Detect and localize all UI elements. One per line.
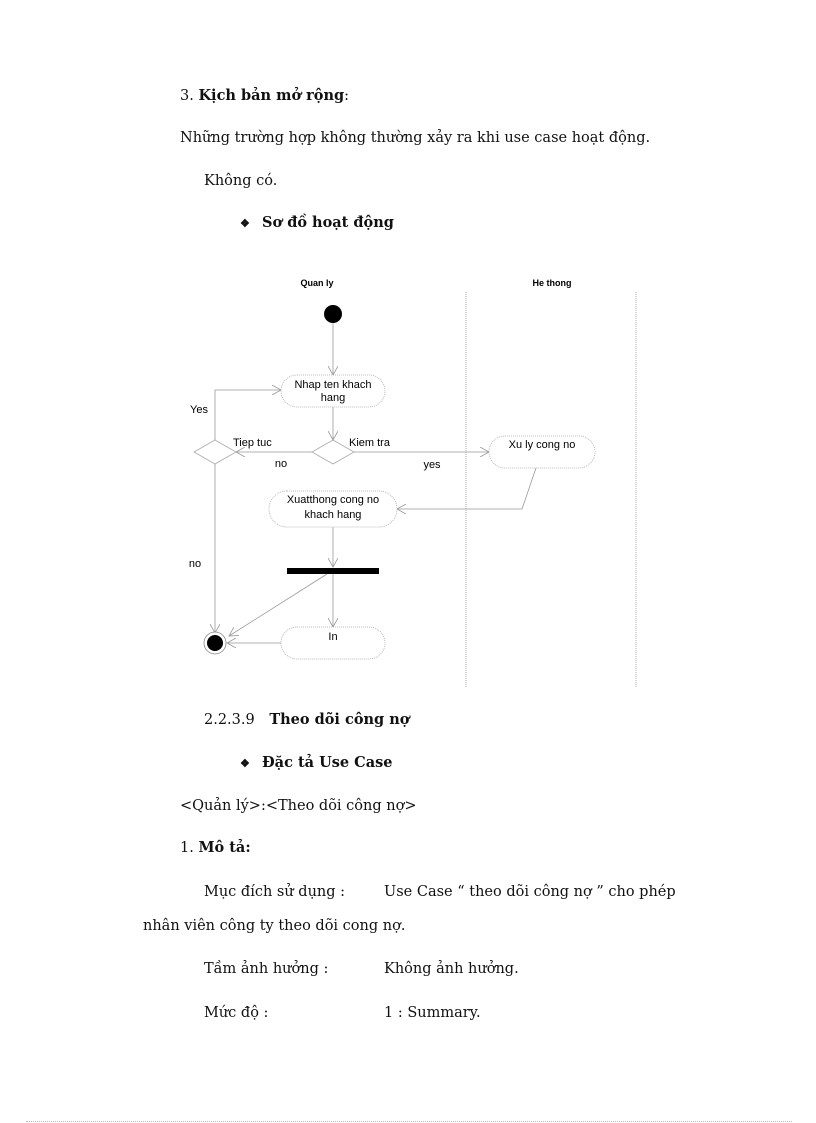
usecase-spec-heading: ❖Đặc tả Use Case: [240, 754, 393, 771]
diamond-bullet-icon: ❖: [240, 757, 250, 770]
usecase-reference: <Quản lý>:<Theo dõi công nợ>: [180, 798, 417, 814]
svg-text:hang: hang: [321, 392, 345, 404]
section-3-title: Kịch bản mở rộng: [198, 87, 345, 104]
svg-text:no: no: [189, 558, 201, 570]
section-3-heading: 3. Kịch bản mở rộng:: [180, 87, 350, 104]
diamond-bullet-icon: ❖: [240, 217, 250, 230]
page-footer-divider: [26, 1121, 792, 1122]
subsection-heading: 2.2.3.9 Theo dõi công nợ: [204, 711, 410, 728]
section-3-description: Những trường hợp không thường xảy ra khi…: [180, 130, 651, 146]
activity-diagram: Quan ly He thong Nhap ten khach hang Kie…: [189, 278, 637, 687]
svg-text:In: In: [328, 631, 337, 643]
lane-he-thong: He thong: [533, 278, 572, 288]
svg-text:Xu ly cong no: Xu ly cong no: [509, 439, 576, 451]
field-value-level: 1 : Summary.: [384, 1005, 481, 1021]
lane-quan-ly: Quan ly: [300, 278, 333, 288]
field-label-level: Mức độ :: [204, 1005, 269, 1021]
fork-bar: [287, 568, 379, 574]
svg-text:yes: yes: [423, 459, 441, 471]
section-3-value: Không có.: [204, 173, 278, 189]
field-label-impact: Tầm ảnh hưởng :: [204, 961, 329, 977]
field-value-purpose: Use Case “ theo dõi công nợ ” cho phép: [384, 884, 676, 900]
decision-kiem-tra: [311, 439, 355, 465]
svg-text:Kiem tra: Kiem tra: [349, 437, 391, 449]
activity-xu-ly-cong-no: [488, 435, 596, 469]
field-label-purpose: Mục đích sử dụng :: [204, 884, 346, 900]
svg-text:Yes: Yes: [190, 404, 208, 416]
field-value-purpose-continuation: nhân viên công ty theo dõi cong nợ.: [143, 918, 406, 934]
svg-text:Tiep tuc: Tiep tuc: [233, 437, 272, 449]
section-1-heading: 1. Mô tả:: [180, 839, 251, 856]
start-node-icon: [324, 305, 342, 323]
svg-text:Xuatthong cong no: Xuatthong cong no: [287, 494, 379, 506]
svg-text:Nhap ten khach: Nhap ten khach: [294, 379, 371, 391]
decision-tiep-tuc: [193, 439, 237, 465]
field-value-impact: Không ảnh hưởng.: [384, 961, 519, 977]
subsection-title: Theo dõi công nợ: [269, 711, 410, 728]
svg-text:no: no: [275, 458, 287, 470]
svg-text:khach hang: khach hang: [305, 509, 362, 521]
activity-diagram-heading: ❖Sơ đồ hoạt động: [240, 214, 394, 231]
